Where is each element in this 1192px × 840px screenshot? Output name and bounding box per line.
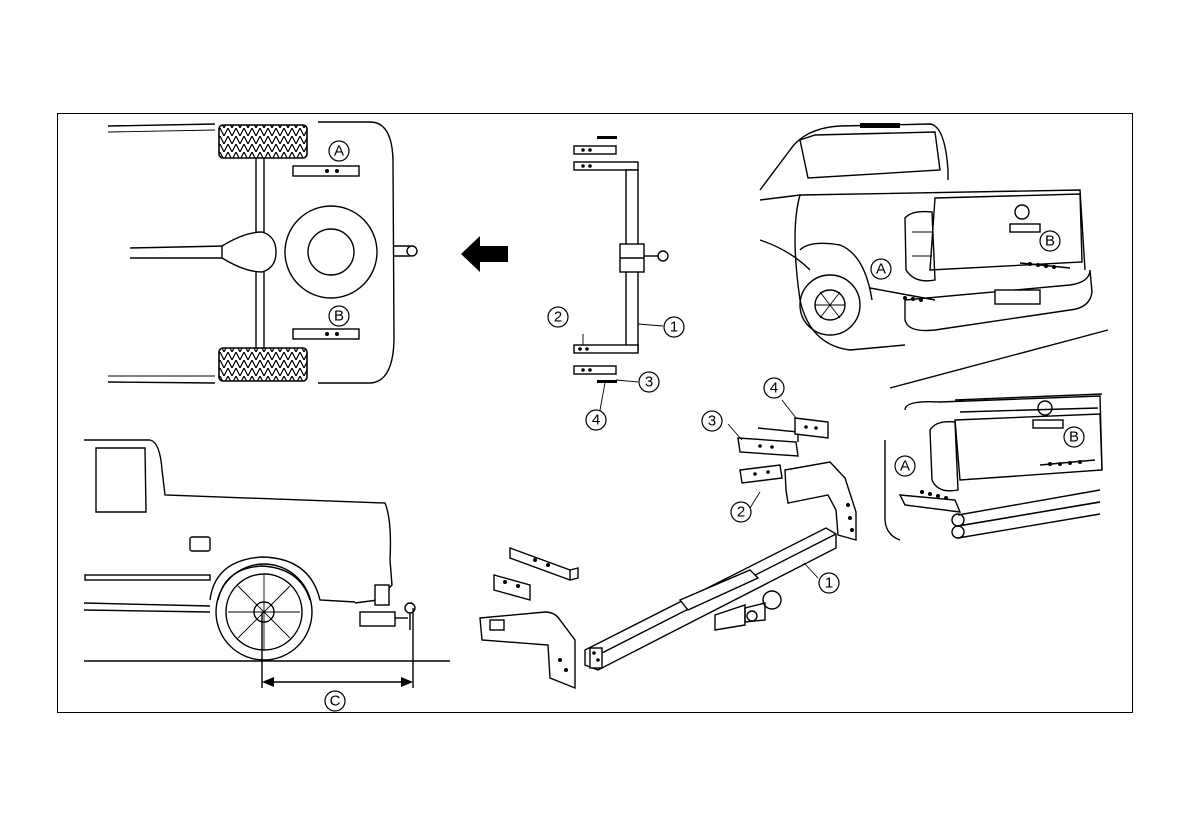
callout-a-bumper: A: [895, 456, 915, 476]
svg-text:2: 2: [737, 504, 745, 521]
svg-text:3: 3: [708, 413, 716, 430]
callout-2-iso: 2: [731, 502, 751, 522]
svg-text:B: B: [1045, 233, 1055, 250]
callout-b-bumper: B: [1064, 427, 1084, 447]
rear-tyre-top: [219, 125, 307, 158]
svg-text:3: 3: [645, 374, 653, 391]
callout-4-iso: 4: [764, 378, 784, 398]
bracket-2: [740, 465, 782, 483]
tailgate-detail: [955, 414, 1102, 480]
bracket-3: [738, 438, 798, 456]
svg-text:A: A: [334, 143, 344, 160]
svg-text:2: 2: [554, 309, 562, 326]
underside-view: A B: [108, 122, 417, 383]
pickup-rear-view: A B: [760, 123, 1092, 350]
side-view: C: [84, 440, 450, 711]
callout-b-pickup: B: [1040, 231, 1060, 251]
callout-b-underside: B: [329, 306, 349, 326]
tailgate: [930, 194, 1082, 270]
callout-3-iso: 3: [702, 411, 722, 431]
callout-a-underside: A: [329, 141, 349, 161]
callout-c-dimension: C: [325, 691, 345, 711]
svg-text:4: 4: [770, 380, 778, 397]
svg-text:B: B: [334, 308, 344, 325]
hitch-ball-top: [407, 246, 417, 256]
svg-text:A: A: [876, 261, 886, 278]
spare-wheel: [285, 206, 377, 298]
svg-text:C: C: [330, 693, 341, 710]
callout-a-pickup: A: [871, 259, 891, 279]
svg-text:1: 1: [670, 319, 678, 336]
callout-2-top: 2: [548, 307, 568, 327]
direction-arrow-icon: [461, 236, 508, 272]
bumper-detail-view: A B: [885, 394, 1102, 540]
callout-1-top: 1: [664, 317, 684, 337]
bracket-4: [795, 418, 828, 438]
svg-text:B: B: [1069, 429, 1079, 446]
cab-window: [96, 448, 146, 512]
callout-3-top: 3: [639, 372, 659, 392]
svg-text:4: 4: [592, 412, 600, 429]
differential: [222, 232, 276, 272]
callout-4-top: 4: [586, 410, 606, 430]
exploded-isometric-view: 1 2 3 4: [480, 378, 856, 688]
exploded-top-view: 1 2 3 4: [548, 136, 684, 430]
svg-text:1: 1: [825, 575, 833, 592]
rear-tyre-bottom: [219, 348, 307, 381]
right-side-plate: [785, 462, 856, 540]
svg-text:A: A: [900, 458, 910, 475]
callout-1-iso: 1: [819, 573, 839, 593]
